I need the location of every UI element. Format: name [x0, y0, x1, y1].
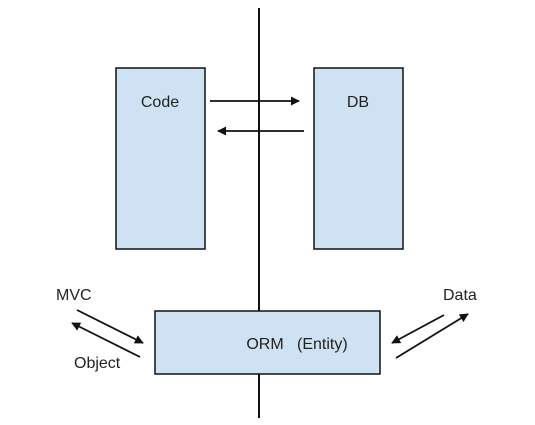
- mvc-label: MVC: [56, 287, 92, 304]
- object-label: Object: [74, 355, 121, 372]
- orm-to-data-arrow: [395, 313, 469, 359]
- data-to-orm-arrow: [391, 314, 445, 344]
- mvc-to-orm-arrow: [76, 309, 144, 344]
- orm-box: [154, 310, 381, 375]
- orm-box-label: ORM (Entity): [246, 336, 347, 353]
- code-box: [115, 67, 206, 250]
- orm-to-object-arrow: [71, 322, 141, 358]
- db-box: [313, 67, 404, 250]
- data-label: Data: [443, 287, 477, 304]
- code-box-label: Code: [141, 94, 179, 111]
- db-box-label: DB: [347, 94, 369, 111]
